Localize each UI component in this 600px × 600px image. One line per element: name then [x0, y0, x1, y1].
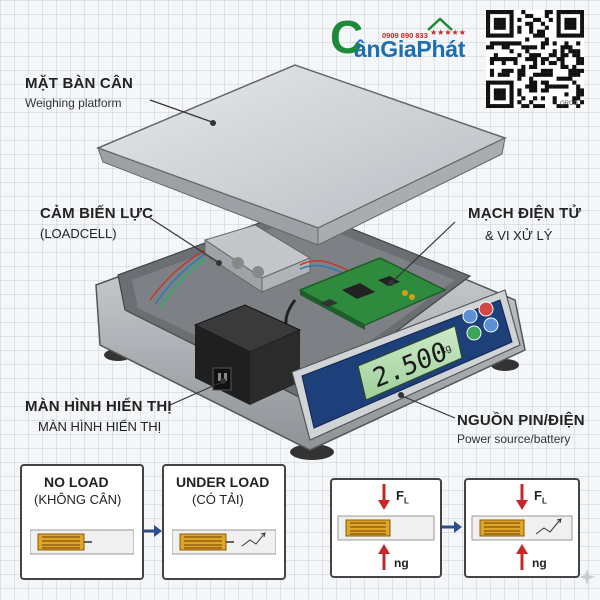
panel-force-before: FL ng — [330, 478, 442, 578]
microcontroller-chip — [342, 283, 375, 299]
qr-tag: QRCG — [560, 101, 578, 107]
force-arrow-down-icon — [378, 500, 390, 510]
strain-gauge-stretched — [172, 529, 276, 555]
logo-phone: 0909 890 833 — [382, 31, 428, 40]
power-module-front — [195, 325, 250, 405]
arrow-right-icon — [142, 525, 162, 537]
label-display-vi: MÀN HÌNH HIỂN THỊ — [25, 398, 172, 415]
qr-code[interactable] — [486, 10, 584, 108]
reaction-label: ng — [394, 556, 409, 570]
force-label: FL — [534, 488, 547, 506]
force-arrow-down-icon — [516, 500, 528, 510]
label-loadcell-vi: CẢM BIẾN LỰC — [40, 205, 154, 222]
loadcell-hole — [252, 266, 264, 278]
label-power-en: Power source/battery — [457, 432, 571, 446]
force-diagram — [337, 484, 435, 570]
strain-gauge-flat — [30, 529, 134, 555]
label-circuit-vi: MẠCH ĐIỆN TỬ — [468, 205, 582, 222]
loadcell-hole — [232, 257, 244, 269]
logo-name: ânGiaPhát — [354, 36, 466, 62]
arrow-right-icon — [442, 521, 462, 533]
lcd-screen — [357, 325, 463, 401]
sparkle-icon — [579, 569, 595, 585]
power-module-side — [250, 330, 300, 405]
scale-button-red[interactable] — [478, 301, 494, 317]
logo-letter: C — [330, 11, 364, 63]
panel-under-load-sub: (CÓ TẢI) — [192, 492, 244, 507]
scale-illustration: 2.500 kg — [95, 64, 526, 460]
force-label: FL — [396, 488, 409, 506]
label-loadcell-en: (LOADCELL) — [40, 226, 117, 241]
scale-button-blue-2[interactable] — [483, 317, 499, 333]
lcd-unit: kg — [439, 343, 453, 357]
panel-under-load-title: UNDER LOAD — [176, 474, 270, 490]
scale-foot — [290, 444, 334, 460]
loadcell-front — [261, 257, 311, 293]
platform-edge-right — [317, 137, 506, 246]
brand-logo: C 0909 890 833 ★★★★★ ânGiaPhát — [330, 14, 470, 64]
scale-button-blue[interactable] — [462, 308, 478, 324]
label-power-vi: NGUỒN PIN/ĐIỆN — [457, 412, 585, 429]
label-platform-vi: MẶT BÀN CÂN — [25, 75, 134, 92]
panel-under-load: UNDER LOAD (CÓ TẢI) — [162, 464, 286, 580]
force-arrow-up-icon — [378, 544, 390, 554]
force-arrow-up-icon — [516, 544, 528, 554]
label-platform-en: Weighing platform — [25, 96, 122, 110]
panel-no-load-title: NO LOAD — [44, 474, 109, 490]
weighing-platform — [95, 64, 507, 229]
scale-button-green[interactable] — [466, 325, 482, 341]
force-diagram — [471, 484, 573, 570]
house-roof-icon — [427, 17, 453, 31]
reaction-label: ng — [532, 556, 547, 570]
label-circuit-en: & VI XỬ LÝ — [485, 228, 553, 243]
label-display-sub: MÀN HÌNH HIỂN THỊ — [38, 419, 162, 434]
panel-no-load-sub: (KHÔNG CÂN) — [34, 492, 122, 507]
panel-force-after: FL ng — [464, 478, 580, 578]
panel-no-load: NO LOAD (KHÔNG CÂN) — [20, 464, 144, 580]
logo-stars: ★★★★★ — [430, 28, 466, 37]
